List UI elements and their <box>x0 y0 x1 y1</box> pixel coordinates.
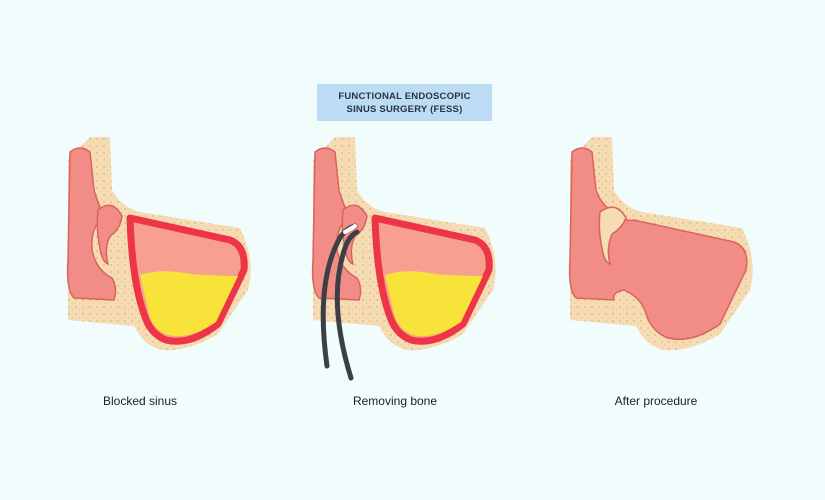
turbinate <box>96 204 123 266</box>
nasal-tissue <box>311 147 362 301</box>
title-line-2: SINUS SURGERY (FESS) <box>346 103 463 115</box>
after-procedure-illustration <box>568 137 753 351</box>
caption-blocked-sinus: Blocked sinus <box>102 394 178 408</box>
title-box: FUNCTIONAL ENDOSCOPIC SINUS SURGERY (FES… <box>317 84 492 121</box>
removing-bone-illustration <box>311 137 496 381</box>
turbinate <box>598 206 627 266</box>
caption-after-procedure: After procedure <box>614 394 698 408</box>
caption-removing-bone: Removing bone <box>352 394 438 408</box>
open-sinus-tissue <box>568 147 748 341</box>
title-line-1: FUNCTIONAL ENDOSCOPIC <box>338 90 471 102</box>
fluid-blockage <box>140 271 238 337</box>
nasal-tissue <box>66 147 117 301</box>
blocked-sinus-illustration <box>66 137 251 351</box>
fluid-blockage <box>385 271 483 337</box>
endoscope-tool <box>320 223 360 381</box>
